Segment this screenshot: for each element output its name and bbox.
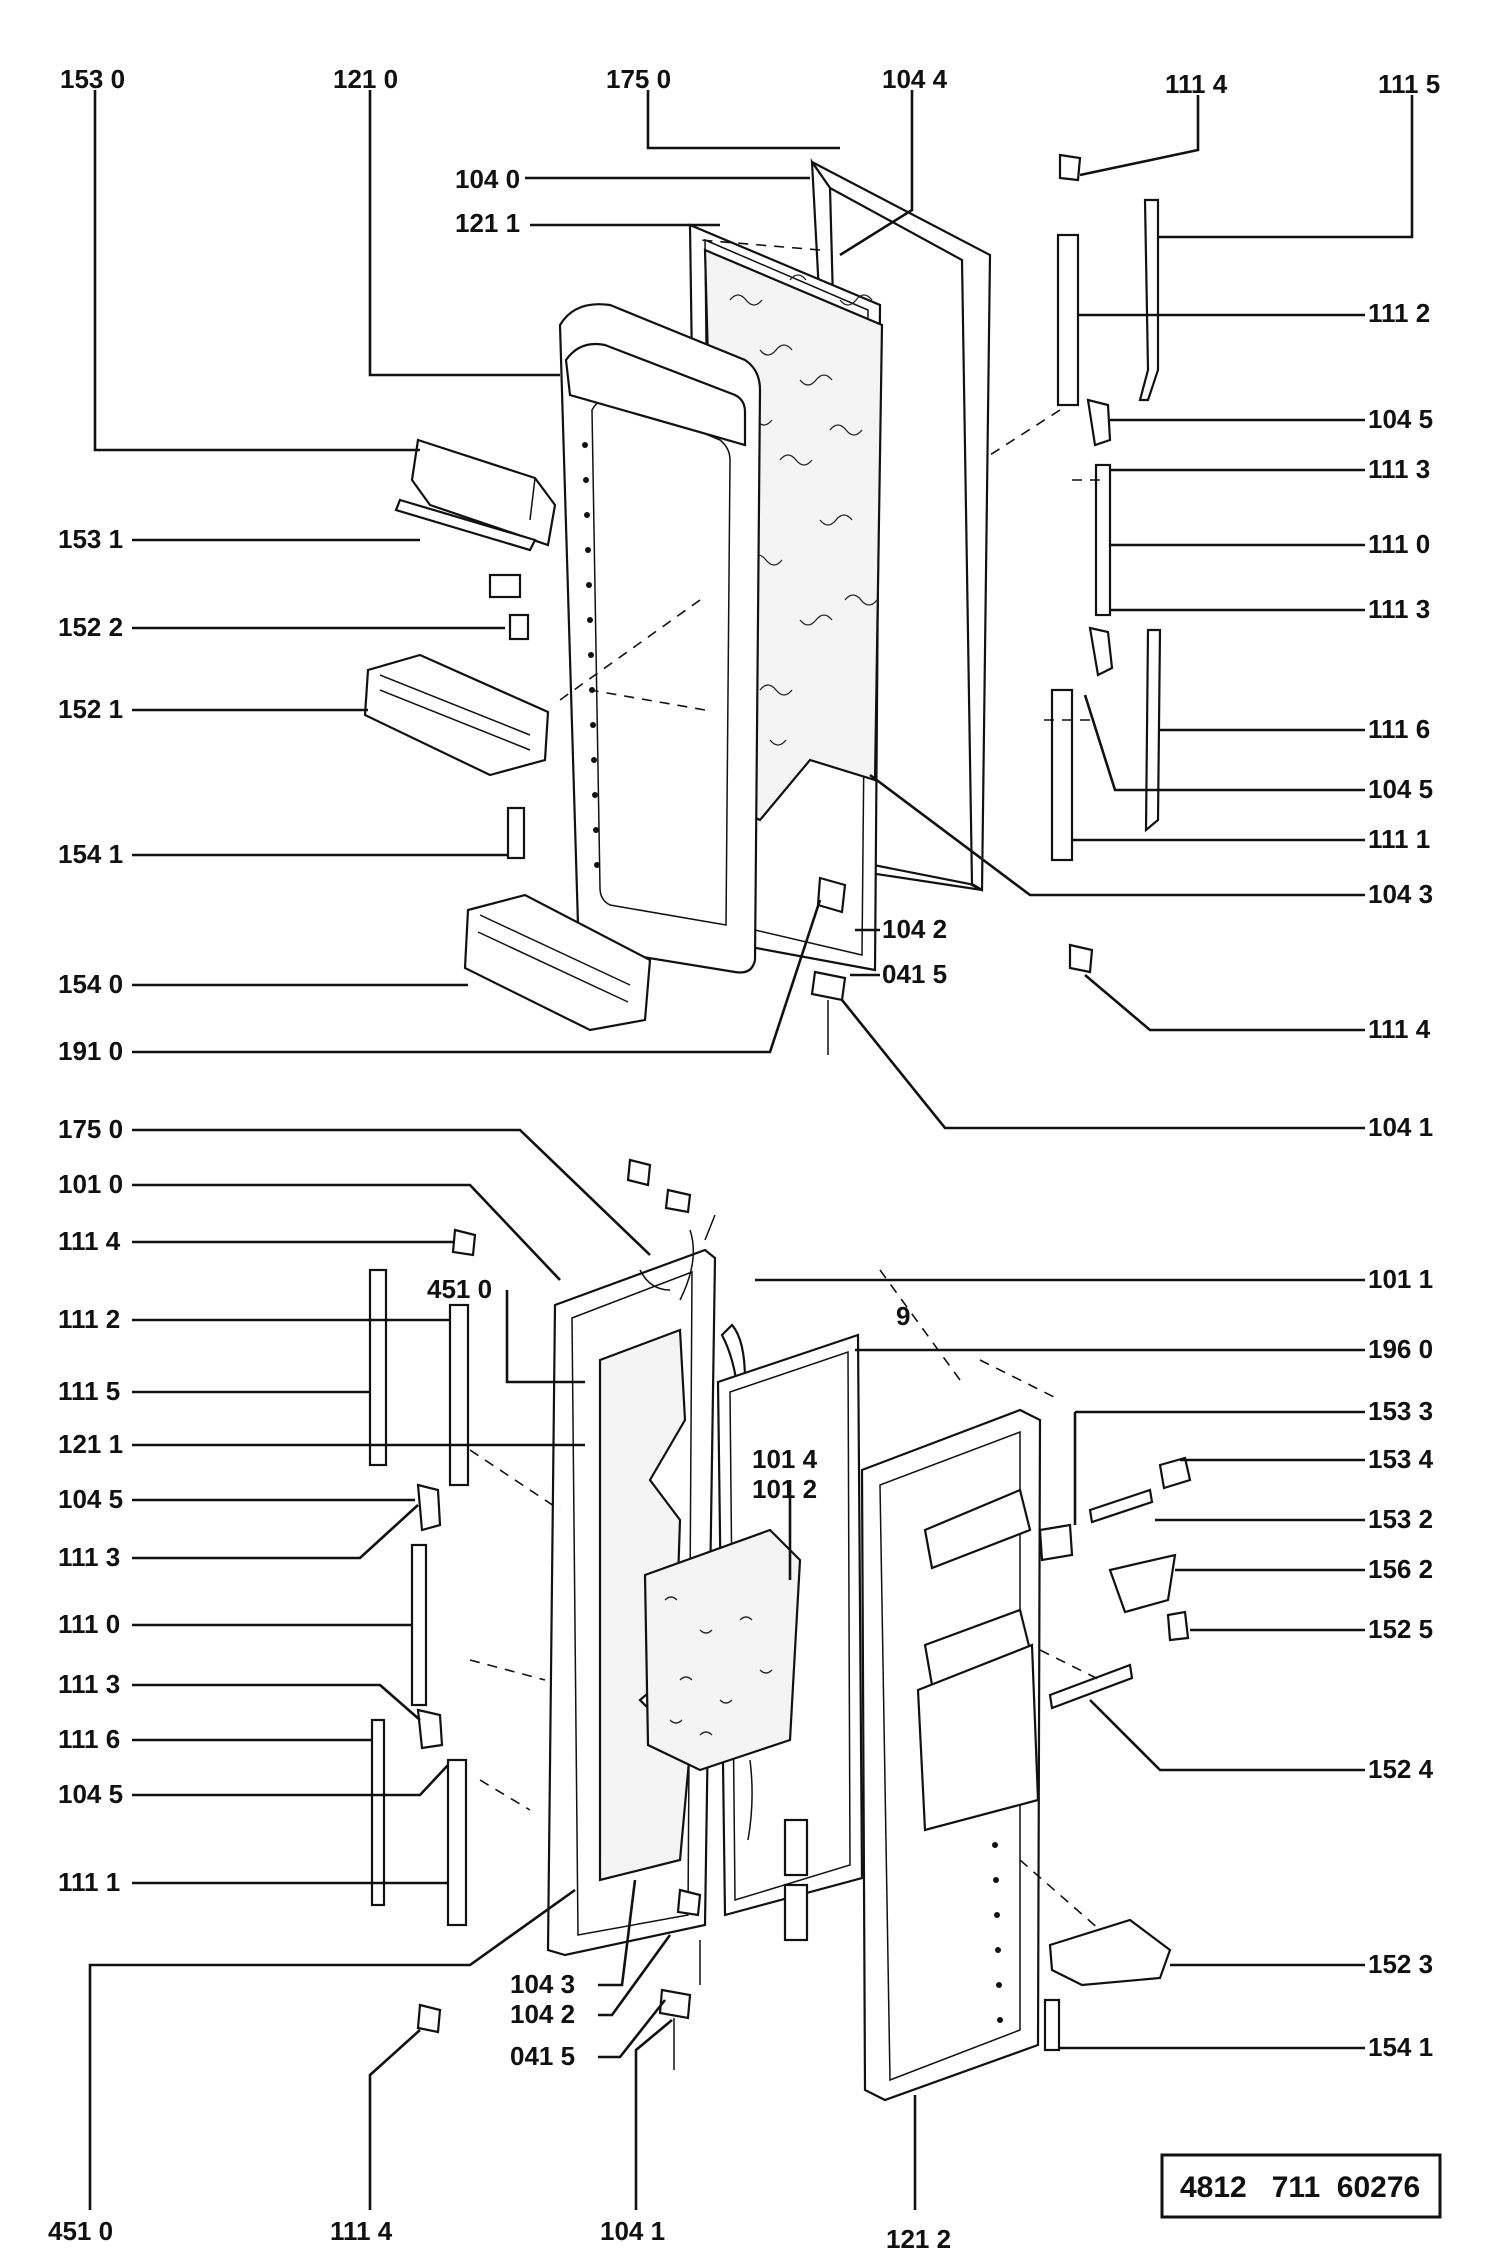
label-101-0: 101 0 bbox=[58, 1169, 123, 1199]
label-152-4: 152 4 bbox=[1368, 1754, 1434, 1784]
label-111-3-bottom-a: 111 3 bbox=[58, 1542, 120, 1572]
top-hinge-strip bbox=[1138, 198, 1160, 402]
label-111-3-top-b: 111 3 bbox=[1368, 594, 1430, 624]
label-153-1: 153 1 bbox=[58, 524, 123, 554]
label-104-0: 104 0 bbox=[455, 164, 520, 194]
label-196-0: 196 0 bbox=[1368, 1334, 1433, 1364]
liner-rail-dots bbox=[582, 442, 600, 868]
label-154-1-bottom: 154 1 bbox=[1368, 2032, 1433, 2062]
document-code: 4812 711 60276 bbox=[1180, 2171, 1420, 2204]
label-111-0-bottom: 111 0 bbox=[58, 1609, 120, 1639]
label-121-0: 121 0 bbox=[333, 64, 398, 94]
label-153-0: 153 0 bbox=[60, 64, 125, 94]
dispenser-upper-tray bbox=[923, 1488, 1032, 1570]
label-154-1-top: 154 1 bbox=[58, 839, 123, 869]
label-121-1-bottom: 121 1 bbox=[58, 1429, 123, 1459]
top-door-bin-lower bbox=[463, 893, 652, 1032]
dispenser-texture bbox=[664, 1596, 773, 1736]
label-111-2-top: 111 2 bbox=[1368, 298, 1430, 328]
label-152-3: 152 3 bbox=[1368, 1949, 1433, 1979]
label-152-1: 152 1 bbox=[58, 694, 123, 724]
label-101-2: 101 2 bbox=[752, 1474, 817, 1504]
label-104-4: 104 4 bbox=[882, 64, 948, 94]
foam-texture bbox=[729, 274, 878, 746]
label-111-6-bottom: 111 6 bbox=[58, 1724, 120, 1754]
bottom-hinge-cover-bar bbox=[448, 1303, 470, 1487]
top-hinge-rail bbox=[1094, 463, 1112, 617]
label-111-4-top-b: 111 4 bbox=[1368, 1014, 1431, 1044]
dispenser-chute bbox=[916, 1643, 1040, 1832]
label-111-5-top: 111 5 bbox=[1378, 69, 1440, 99]
label-111-6-top: 111 6 bbox=[1368, 714, 1430, 744]
label-156-2: 156 2 bbox=[1368, 1554, 1433, 1584]
label-111-1-bottom: 111 1 bbox=[58, 1867, 120, 1897]
bottom-hinge-lower-strip bbox=[370, 1718, 386, 1907]
label-104-5-bottom-b: 104 5 bbox=[58, 1779, 123, 1809]
top-door-assembly bbox=[363, 153, 1162, 1055]
label-104-3-bottom: 104 3 bbox=[510, 1969, 575, 1999]
bottom-door-bin bbox=[1048, 1918, 1172, 1987]
label-104-1-bottom: 104 1 bbox=[600, 2216, 665, 2246]
label-111-4-bottom-b: 111 4 bbox=[330, 2216, 393, 2246]
label-111-2-bottom: 111 2 bbox=[58, 1304, 120, 1334]
label-041-5-bottom: 041 5 bbox=[510, 2041, 575, 2071]
label-153-3: 153 3 bbox=[1368, 1396, 1433, 1426]
top-hinge-lower-bar bbox=[1050, 688, 1074, 862]
label-041-5-top: 041 5 bbox=[882, 959, 947, 989]
label-104-1-top: 104 1 bbox=[1368, 1112, 1433, 1142]
bottom-hinge-strip bbox=[368, 1268, 388, 1467]
label-152-2: 152 2 bbox=[58, 612, 123, 642]
label-111-5-bottom: 111 5 bbox=[58, 1376, 120, 1406]
label-104-2-bottom: 104 2 bbox=[510, 1999, 575, 2029]
label-175-0: 175 0 bbox=[606, 64, 671, 94]
leader-lines bbox=[88, 90, 1414, 2210]
label-175-0-bottom: 175 0 bbox=[58, 1114, 123, 1144]
bottom-door-assembly bbox=[368, 1158, 1192, 2102]
document-code-box: 4812 711 60276 bbox=[1160, 2153, 1442, 2219]
label-111-4-top-a: 111 4 bbox=[1165, 69, 1228, 99]
label-111-3-top-a: 111 3 bbox=[1368, 454, 1430, 484]
label-104-2-top: 104 2 bbox=[882, 914, 947, 944]
label-121-1-top: 121 1 bbox=[455, 208, 520, 238]
label-451-0-b: 451 0 bbox=[48, 2216, 113, 2246]
part-labels: 153 0 121 0 175 0 104 4 111 4 111 5 104 … bbox=[48, 64, 1440, 2254]
label-451-0-a: 451 0 bbox=[427, 1274, 492, 1304]
top-door-bin-upper bbox=[363, 653, 550, 777]
label-104-5-bottom-a: 104 5 bbox=[58, 1484, 123, 1514]
bottom-hinge-rail bbox=[410, 1543, 428, 1707]
label-104-3-top: 104 3 bbox=[1368, 879, 1433, 909]
label-111-3-bottom-b: 111 3 bbox=[58, 1669, 120, 1699]
seal-mark: 9 bbox=[896, 1301, 910, 1331]
label-104-5-top-a: 104 5 bbox=[1368, 404, 1433, 434]
label-111-0-top: 111 0 bbox=[1368, 529, 1430, 559]
label-111-4-bottom-a: 111 4 bbox=[58, 1226, 121, 1256]
label-101-1: 101 1 bbox=[1368, 1264, 1433, 1294]
label-153-2: 153 2 bbox=[1368, 1504, 1433, 1534]
label-152-5: 152 5 bbox=[1368, 1614, 1433, 1644]
label-101-4: 101 4 bbox=[752, 1444, 818, 1474]
bottom-hinge-lower-bar bbox=[446, 1758, 468, 1927]
top-hinge-cover-bar bbox=[1056, 233, 1080, 407]
label-111-1-top: 111 1 bbox=[1368, 824, 1430, 854]
label-191-0: 191 0 bbox=[58, 1036, 123, 1066]
label-153-4: 153 4 bbox=[1368, 1444, 1434, 1474]
label-104-5-top-b: 104 5 bbox=[1368, 774, 1433, 804]
dispenser-housing bbox=[643, 1528, 802, 1772]
label-121-2: 121 2 bbox=[886, 2224, 951, 2254]
bottom-liner-rail-dots bbox=[992, 1842, 1003, 2023]
label-154-0: 154 0 bbox=[58, 969, 123, 999]
